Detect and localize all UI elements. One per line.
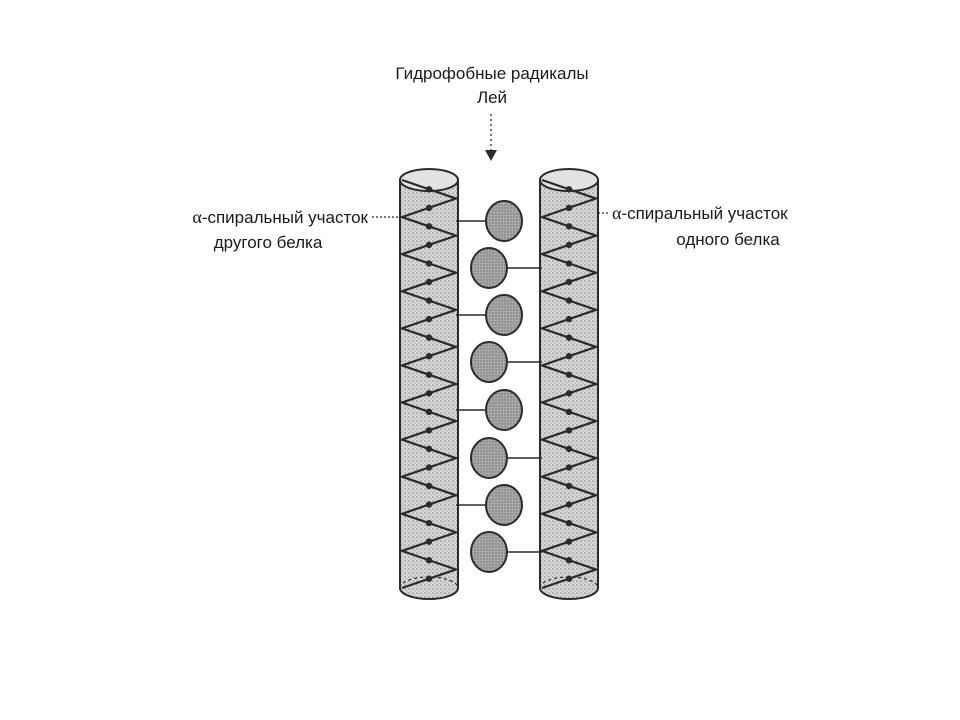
leucine-radical-bead [485, 294, 523, 336]
left-helix-residue [425, 352, 433, 360]
right-label-line2: одного белка [676, 230, 780, 249]
left-helix-zigzag [398, 178, 460, 590]
left-label-text: -спиральный участок [202, 208, 369, 227]
right-helix-residue [565, 538, 573, 545]
leucine-radical-bead [485, 484, 523, 526]
right-cylinder-body [539, 179, 599, 600]
left-helix-residue [425, 445, 433, 453]
right-helix-residue [565, 241, 573, 249]
top-label-line1: Гидрофобные радикалы [395, 64, 588, 83]
left-helix-residue [425, 241, 433, 249]
top-pointer-arrow [485, 114, 497, 161]
left-helix-residue [425, 371, 433, 378]
left-helix-residue [425, 260, 433, 267]
right-alpha-helix-cylinder [538, 168, 600, 600]
left-helix-residue [425, 501, 433, 508]
leucine-radical-bead [485, 200, 523, 242]
right-helix-residue [565, 278, 573, 286]
right-helix-residue [565, 186, 573, 193]
left-greek-alpha: α [192, 207, 202, 227]
right-helix-zigzag [538, 178, 600, 590]
left-helix-residue [425, 334, 433, 341]
left-helix-residue [425, 538, 433, 545]
left-cylinder-bottom-back [399, 576, 459, 589]
left-helix-residue [425, 408, 433, 416]
right-helix-residue [565, 501, 573, 508]
right-helix-residue [565, 260, 573, 267]
left-helix-residue [425, 464, 433, 471]
right-helix-residue [565, 297, 573, 304]
leucine-radical-bead [485, 389, 523, 431]
right-helix-residue [565, 519, 573, 527]
left-label-line1: α-спиральный участок [192, 207, 368, 227]
right-helix-residue [565, 464, 573, 471]
leucine-radical-bead [470, 437, 508, 479]
right-label-line1: α-спиральный участок [612, 203, 788, 223]
leucine-radical-bead [470, 531, 508, 573]
left-helix-residue [425, 427, 433, 434]
left-helix-residue [425, 519, 433, 527]
right-helix-residue [565, 390, 573, 397]
right-helix-residue [565, 556, 573, 564]
left-helix-residue [425, 297, 433, 304]
left-helix-residue [425, 204, 433, 212]
right-helix-residue [565, 352, 573, 360]
leucine-radical-bead [470, 341, 508, 383]
left-helix-residue [425, 482, 433, 490]
left-alpha-helix-cylinder [398, 168, 460, 600]
left-helix-residue [425, 390, 433, 397]
right-helix-residue [565, 427, 573, 434]
right-helix-residue [565, 408, 573, 416]
left-helix-residue [425, 223, 433, 230]
left-cylinder-body [399, 179, 459, 600]
leucine-hydrophobic-radicals [456, 200, 542, 573]
right-helix-residue [565, 445, 573, 453]
right-helix-residue [565, 334, 573, 341]
left-helix-residue [425, 278, 433, 286]
left-helix-residue [425, 556, 433, 564]
right-helix-residue [565, 204, 573, 212]
leucine-radical-bead [470, 247, 508, 289]
left-label-line2: другого белка [214, 233, 323, 252]
right-label-text: -спиральный участок [621, 204, 788, 223]
left-helix-residue [425, 315, 433, 323]
right-helix-residue [565, 223, 573, 230]
right-helix-residue [565, 482, 573, 490]
left-helix-residue [425, 186, 433, 193]
top-label-line2: Лей [477, 88, 507, 107]
right-helix-residue [565, 315, 573, 323]
right-cylinder-bottom-back [539, 576, 599, 589]
right-helix-residue [565, 371, 573, 378]
right-greek-alpha: α [612, 203, 622, 223]
